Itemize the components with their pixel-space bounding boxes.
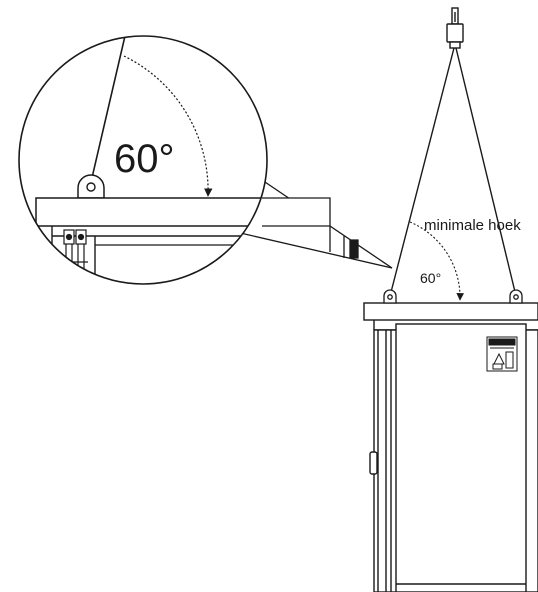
zoom-angle-label: 60°: [114, 137, 175, 181]
cabinet-top-plate: [363, 302, 538, 321]
zoom-plate-extension: [262, 197, 359, 259]
sling-right: [455, 47, 517, 297]
zoom-circle: [18, 35, 268, 285]
crane-hook-icon: [446, 7, 464, 49]
cabinet-handle: [369, 451, 378, 475]
sling-left: [389, 47, 455, 297]
min-angle-label: minimale hoek: [424, 217, 521, 234]
angle-label: 60°: [420, 270, 441, 286]
lifting-eye-icon: [383, 289, 523, 304]
warning-label-icon: [486, 336, 518, 372]
angle-arc: [409, 221, 465, 301]
